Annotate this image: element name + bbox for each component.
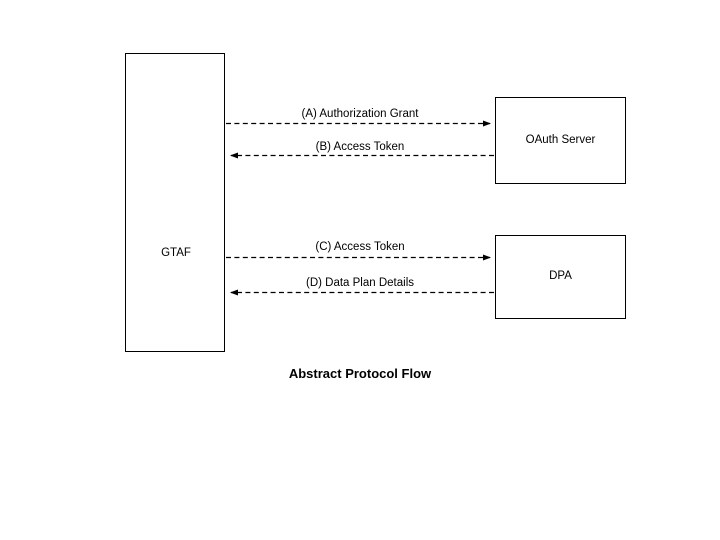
node-gtaf[interactable]: GTAF (125, 53, 225, 352)
node-gtaf-label: GTAF (161, 247, 191, 259)
arrow-label-b: (B) Access Token (315, 141, 405, 153)
arrow-label-a: (A) Authorization Grant (301, 108, 419, 120)
node-dpa-label: DPA (549, 270, 572, 283)
node-dpa[interactable]: DPA (495, 235, 626, 319)
node-oauth-server-label: OAuth Server (525, 133, 596, 146)
arrow-label-d: (D) Data Plan Details (305, 277, 414, 289)
arrow-label-c: (C) Access Token (315, 241, 405, 253)
node-oauth-server[interactable]: OAuth Server (495, 97, 626, 184)
diagram-caption: Abstract Protocol Flow (288, 366, 432, 381)
